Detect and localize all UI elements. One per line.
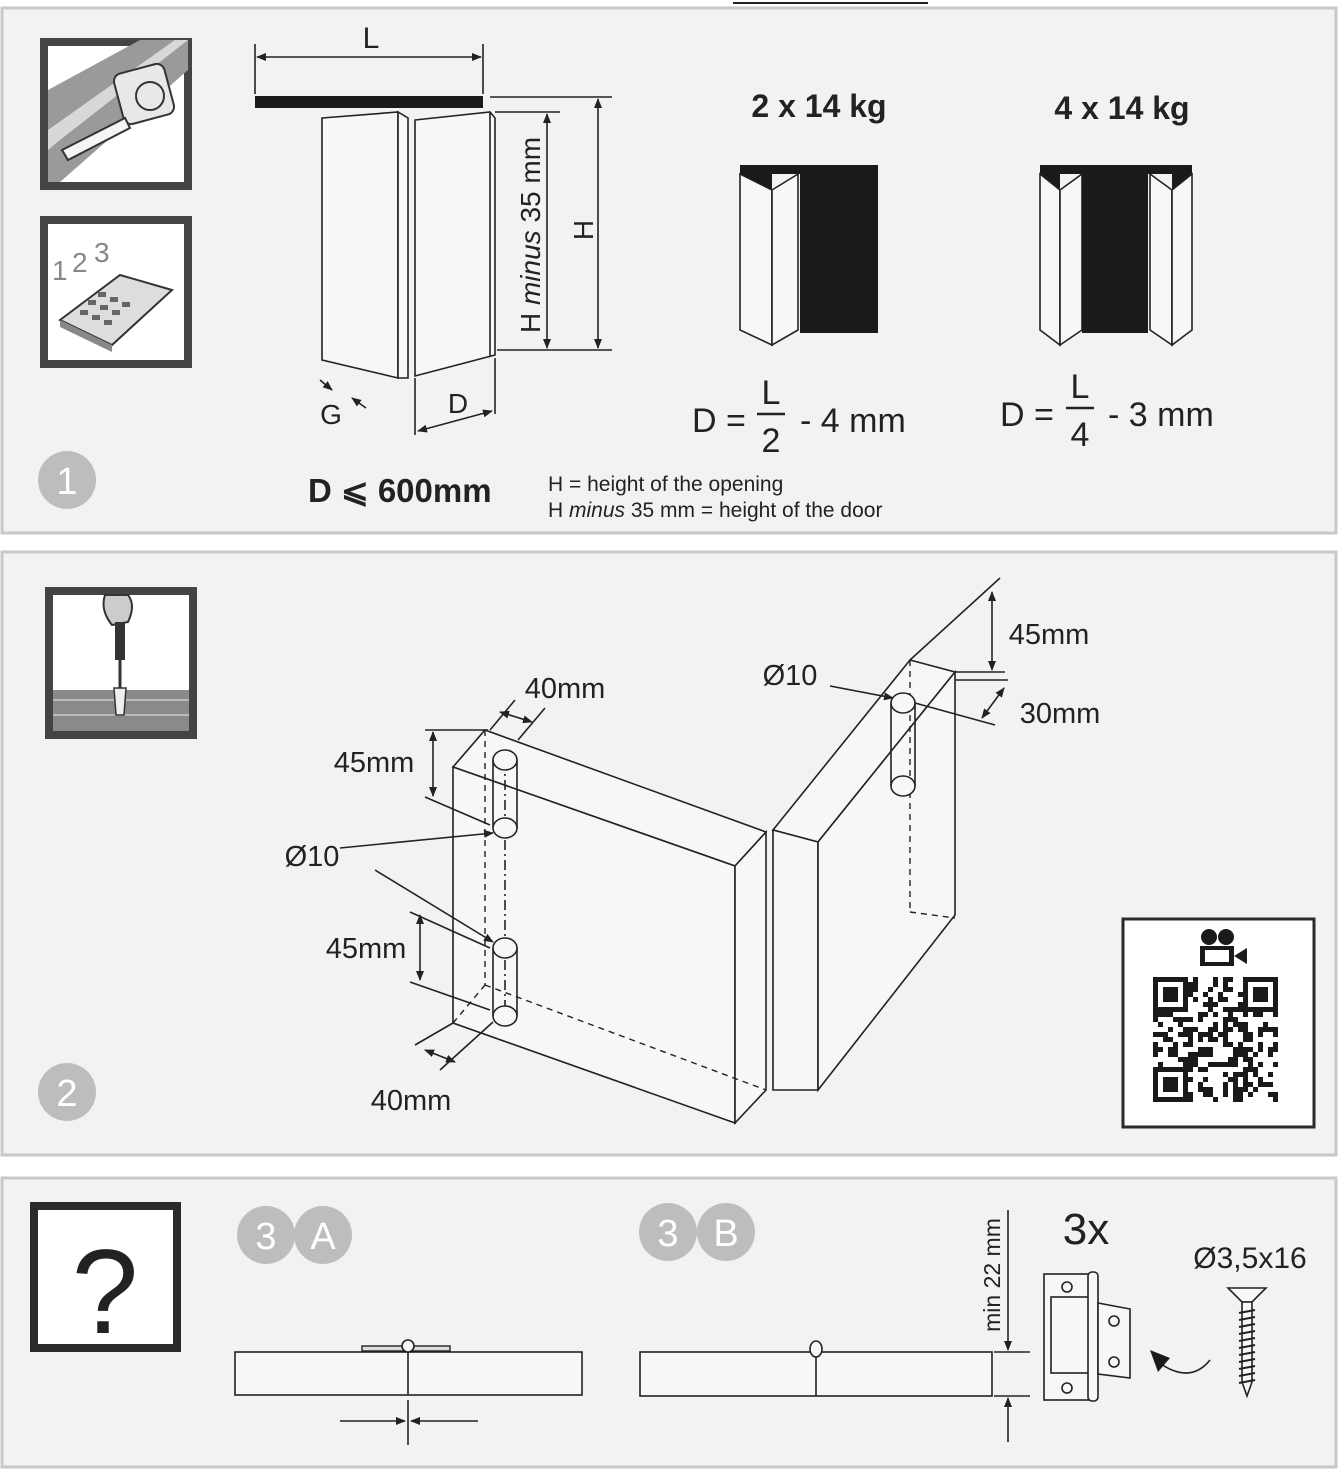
step-number: 2 bbox=[56, 1073, 77, 1115]
label-right-spacing: 45mm bbox=[1009, 619, 1090, 651]
step-3-panel: ? 3 A 3 B min 22 mm 3x Ø3,5x16 bbox=[0, 1176, 1338, 1469]
config-4-lhs: D = bbox=[1000, 396, 1054, 434]
label-top-spacing: 45mm bbox=[334, 747, 415, 779]
tape-measure-icon bbox=[40, 38, 192, 190]
video-qr-code[interactable] bbox=[1121, 917, 1316, 1129]
calculator-icon: 1 2 3 bbox=[40, 216, 192, 368]
note-door-height: H minus 35 mm = height of the door bbox=[548, 499, 882, 522]
config-2-title: 2 x 14 kg bbox=[751, 88, 886, 124]
door-panel-right-drawing bbox=[771, 659, 957, 1093]
dim-L-label: L bbox=[363, 22, 380, 55]
option-b-drawing bbox=[639, 1210, 1030, 1442]
config-2-denominator: 2 bbox=[762, 422, 781, 460]
step-1-panel: 1 2 3 1 L H minus 35 mm H G D 2 x 14 k bbox=[0, 2, 1338, 535]
dim-H-label: H bbox=[568, 220, 599, 240]
config-4-rhs: - 3 mm bbox=[1108, 396, 1214, 434]
label-bottom-offset: 40mm bbox=[371, 1085, 452, 1117]
dim-door-height-label: H minus 35 mm bbox=[515, 137, 546, 333]
dim-D-label: D bbox=[448, 388, 468, 419]
help-question-mark: ? bbox=[72, 1225, 139, 1359]
label-diameter-right: Ø10 bbox=[763, 660, 818, 692]
option-a-drawing bbox=[234, 1339, 583, 1445]
step-2-panel: 2 bbox=[0, 550, 1338, 1157]
svg-text:1: 1 bbox=[52, 255, 68, 286]
screw-icon bbox=[1226, 1287, 1268, 1399]
label-diameter-left: Ø10 bbox=[285, 841, 340, 873]
folding-door-drawing bbox=[321, 110, 496, 380]
step-number: 1 bbox=[56, 461, 77, 503]
label-bottom-spacing: 45mm bbox=[326, 933, 407, 965]
step-badge bbox=[38, 451, 96, 509]
screwdriver-icon bbox=[45, 587, 197, 739]
qr-code-pattern bbox=[1153, 977, 1278, 1102]
config-2-numerator: L bbox=[762, 374, 781, 412]
door-panel-left-drawing bbox=[451, 729, 768, 1126]
config-4-denominator: 4 bbox=[1071, 416, 1090, 454]
video-camera-icon bbox=[1200, 929, 1247, 966]
option-b-letter: B bbox=[713, 1213, 738, 1255]
option-a-letter: A bbox=[310, 1216, 336, 1258]
hinge-icon bbox=[1043, 1271, 1131, 1402]
label-right-offset: 30mm bbox=[1020, 698, 1101, 730]
min-thickness-label: min 22 mm bbox=[979, 1218, 1005, 1332]
max-width-rule: D ⩽ 600mm bbox=[308, 472, 492, 509]
label-top-offset: 40mm bbox=[525, 673, 606, 705]
hinge-quantity: 3x bbox=[1063, 1205, 1109, 1254]
help-box bbox=[30, 1202, 181, 1352]
option-b-number: 3 bbox=[657, 1213, 678, 1255]
svg-text:2: 2 bbox=[72, 247, 88, 278]
config-4-title: 4 x 14 kg bbox=[1054, 90, 1189, 126]
config-2-lhs: D = bbox=[692, 402, 746, 440]
option-a-number: 3 bbox=[255, 1216, 276, 1258]
four-panel-door-icon bbox=[1039, 165, 1193, 347]
two-panel-door-icon bbox=[739, 165, 878, 347]
dim-G-label: G bbox=[320, 399, 342, 430]
svg-text:3: 3 bbox=[94, 237, 110, 268]
config-4-numerator: L bbox=[1071, 368, 1090, 406]
note-opening-height: H = height of the opening bbox=[548, 473, 783, 496]
screw-spec: Ø3,5x16 bbox=[1193, 1242, 1306, 1275]
step-badge bbox=[38, 1063, 96, 1121]
track-rail bbox=[255, 96, 483, 108]
config-2-rhs: - 4 mm bbox=[800, 402, 906, 440]
